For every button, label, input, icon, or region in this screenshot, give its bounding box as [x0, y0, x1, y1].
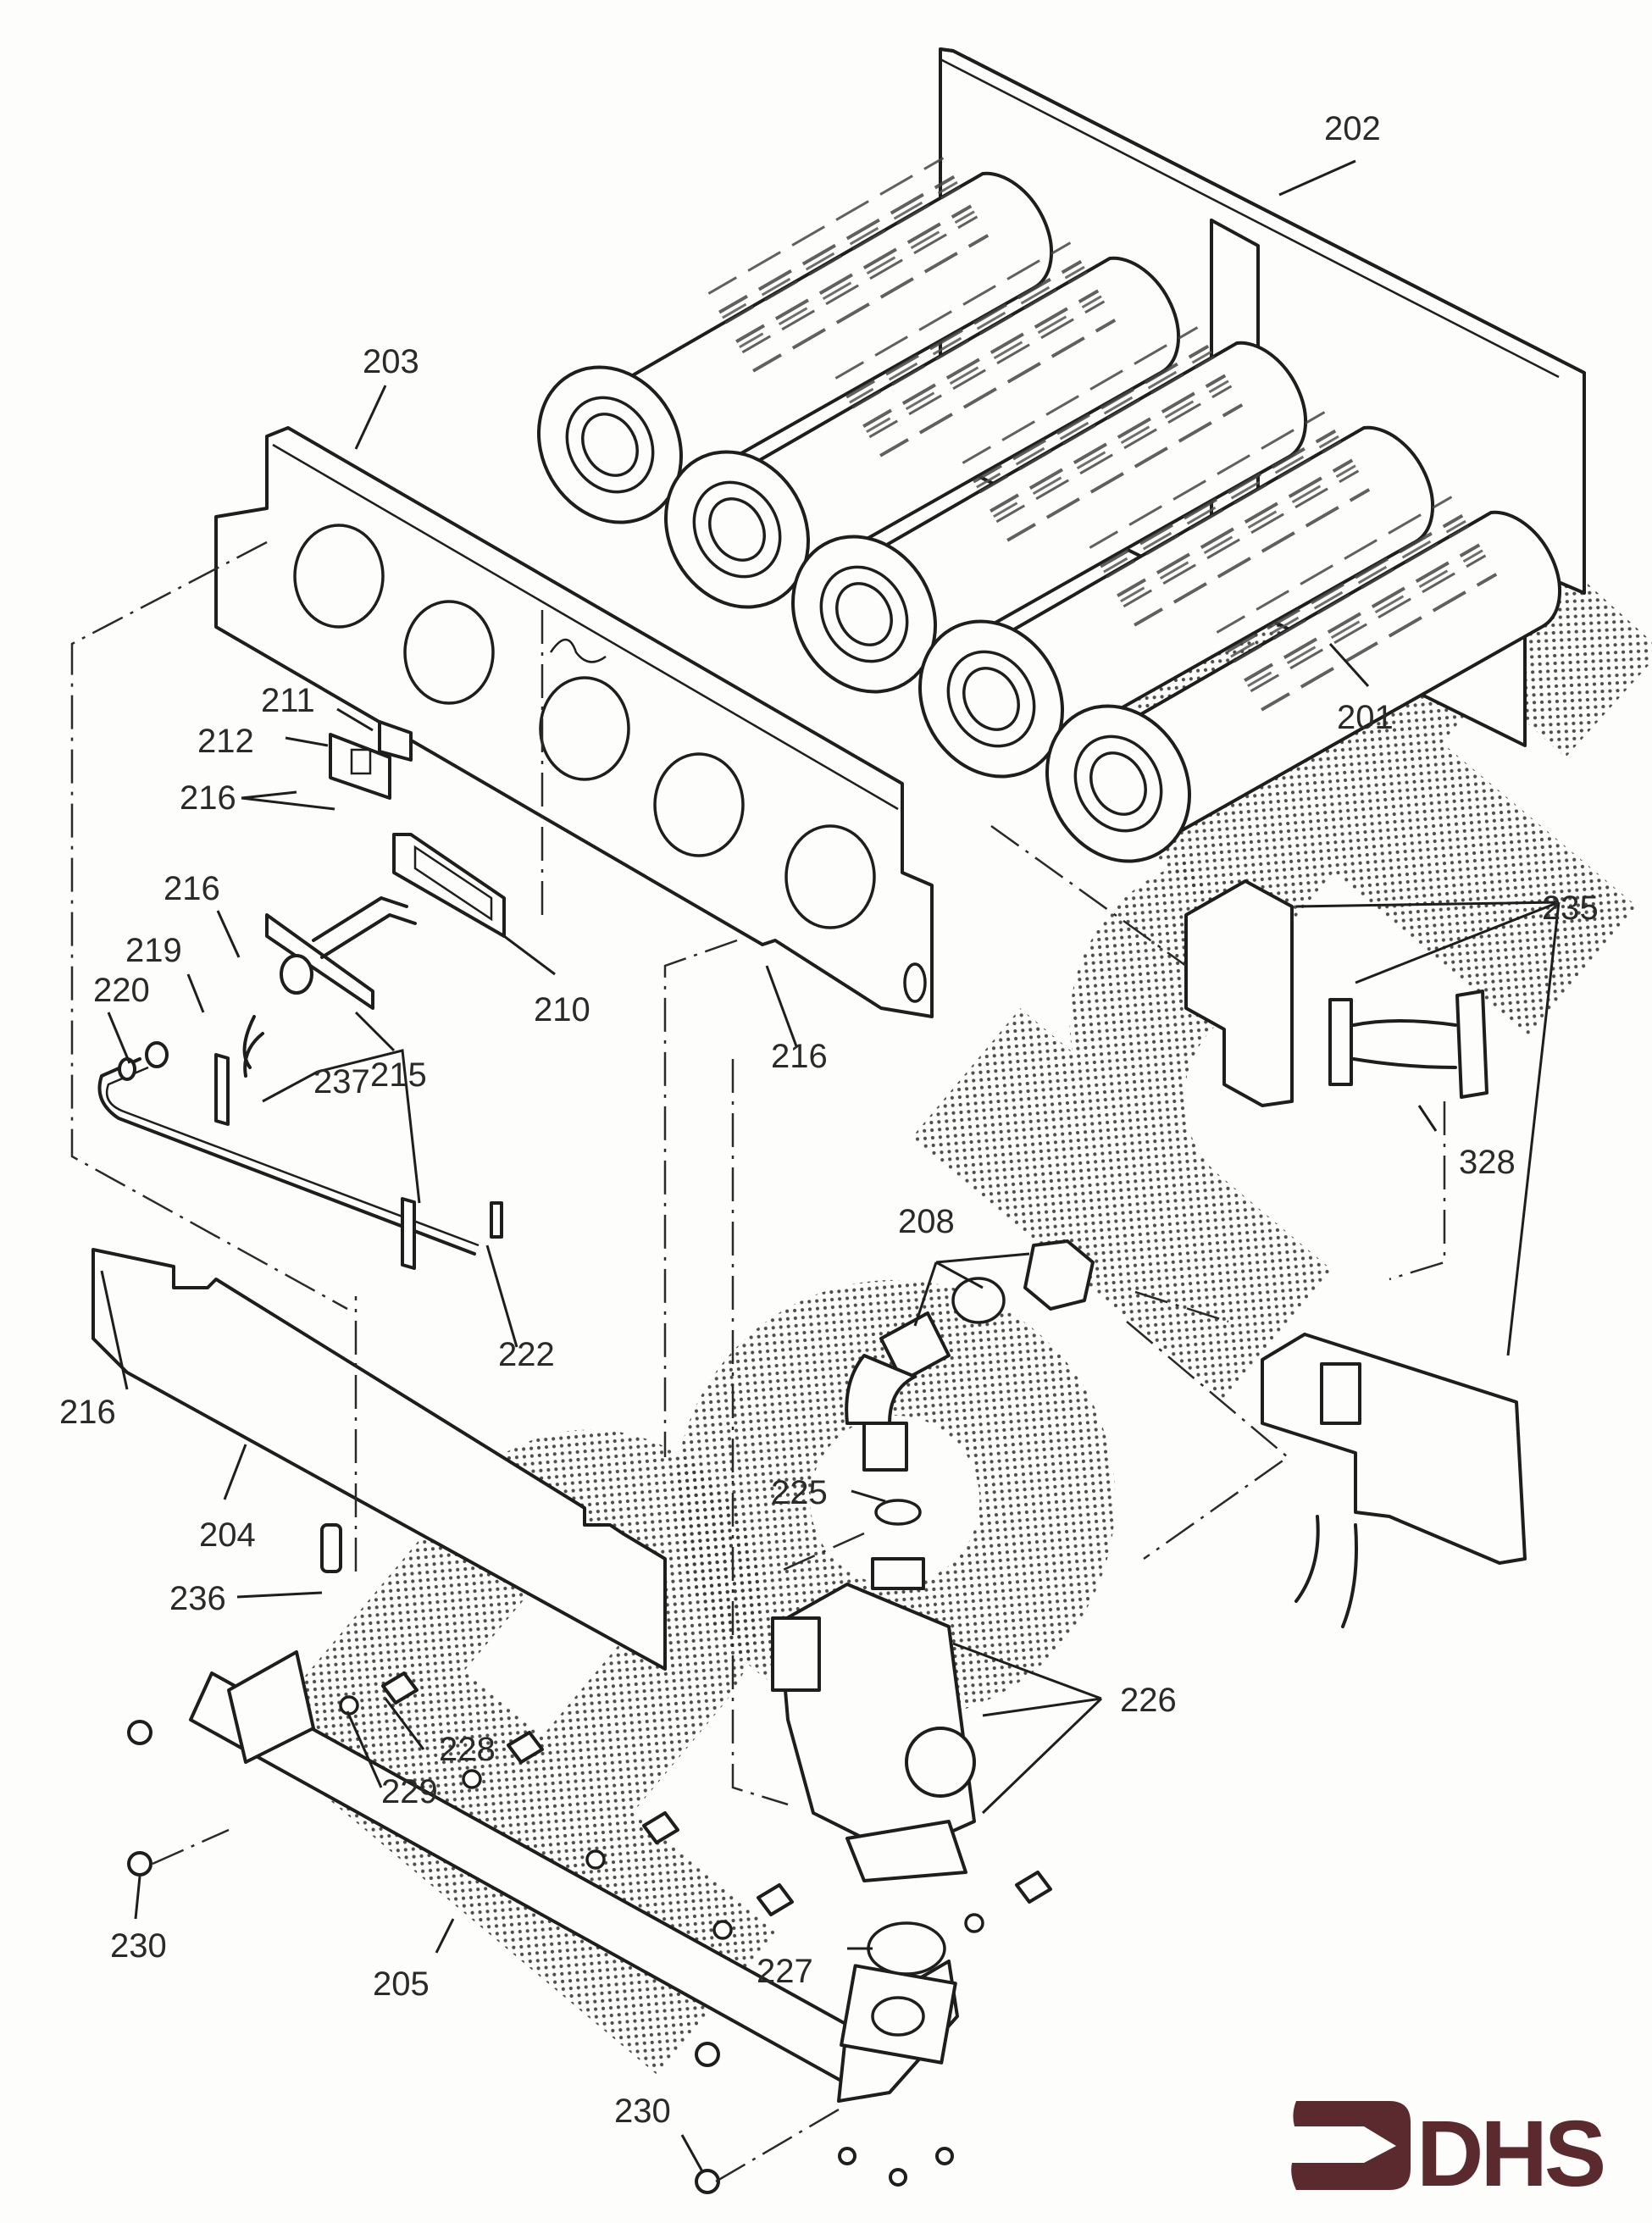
callout-labels: 202 201 203 211 212 216 216 219 220 215 … — [59, 110, 1599, 2130]
callout-235: 235 — [1542, 890, 1599, 927]
part-215-pilot-assembly — [242, 896, 417, 1078]
callout-225: 225 — [771, 1474, 828, 1511]
part-211-212-sight-glass — [329, 720, 413, 800]
watermark-letter-a — [674, 1279, 1116, 1721]
part-208-elbow-fitting — [845, 1239, 1095, 1526]
part-205-gas-manifold — [189, 1650, 959, 2103]
callout-205: 205 — [373, 1965, 430, 2003]
part-210-gasket — [392, 833, 506, 938]
callout-203: 203 — [363, 343, 419, 380]
callout-222: 222 — [498, 1336, 555, 1373]
part-201-burner-tubes — [536, 156, 1562, 863]
callout-230-bottom: 230 — [614, 2093, 671, 2130]
dhs-arrow-icon — [1291, 2101, 1411, 2190]
callout-216-sightglass: 216 — [180, 779, 236, 817]
callout-210: 210 — [534, 991, 590, 1028]
callout-229: 229 — [381, 1773, 438, 1810]
fasteners — [127, 1523, 1052, 2194]
callout-226: 226 — [1120, 1682, 1177, 1719]
part-226-gas-valve — [771, 1557, 976, 1882]
callout-220: 220 — [93, 972, 150, 1009]
part-220-222-pilot-tube — [97, 1041, 503, 1256]
callout-216-shield: 216 — [59, 1394, 116, 1431]
callout-202: 202 — [1324, 110, 1381, 147]
dhs-logo-text: DHS — [1416, 2102, 1604, 2206]
callout-201: 201 — [1337, 699, 1394, 736]
part-203-front-plate — [214, 426, 934, 1018]
callout-216-pilot: 216 — [164, 870, 220, 907]
callout-219: 219 — [125, 932, 182, 969]
dhs-logo: DHS — [1291, 2101, 1607, 2206]
part-235-control-module — [1184, 879, 1527, 1628]
callout-204: 204 — [199, 1516, 256, 1554]
part-237-clips — [214, 1053, 416, 1270]
callout-211: 211 — [261, 682, 315, 719]
assembly-lines — [70, 541, 1446, 2183]
callout-208: 208 — [898, 1203, 955, 1240]
callout-216-plate: 216 — [771, 1038, 828, 1075]
leader-lines — [100, 159, 1561, 2174]
part-204-lower-shield — [91, 1248, 667, 1671]
callout-230-left: 230 — [110, 1927, 167, 1965]
callout-212: 212 — [197, 723, 254, 760]
callout-236: 236 — [169, 1580, 226, 1617]
callout-328: 328 — [1459, 1144, 1516, 1181]
callout-227: 227 — [757, 1953, 813, 1990]
callout-228: 228 — [439, 1731, 496, 1768]
callout-237: 237 — [313, 1063, 370, 1100]
callout-215: 215 — [370, 1056, 427, 1094]
